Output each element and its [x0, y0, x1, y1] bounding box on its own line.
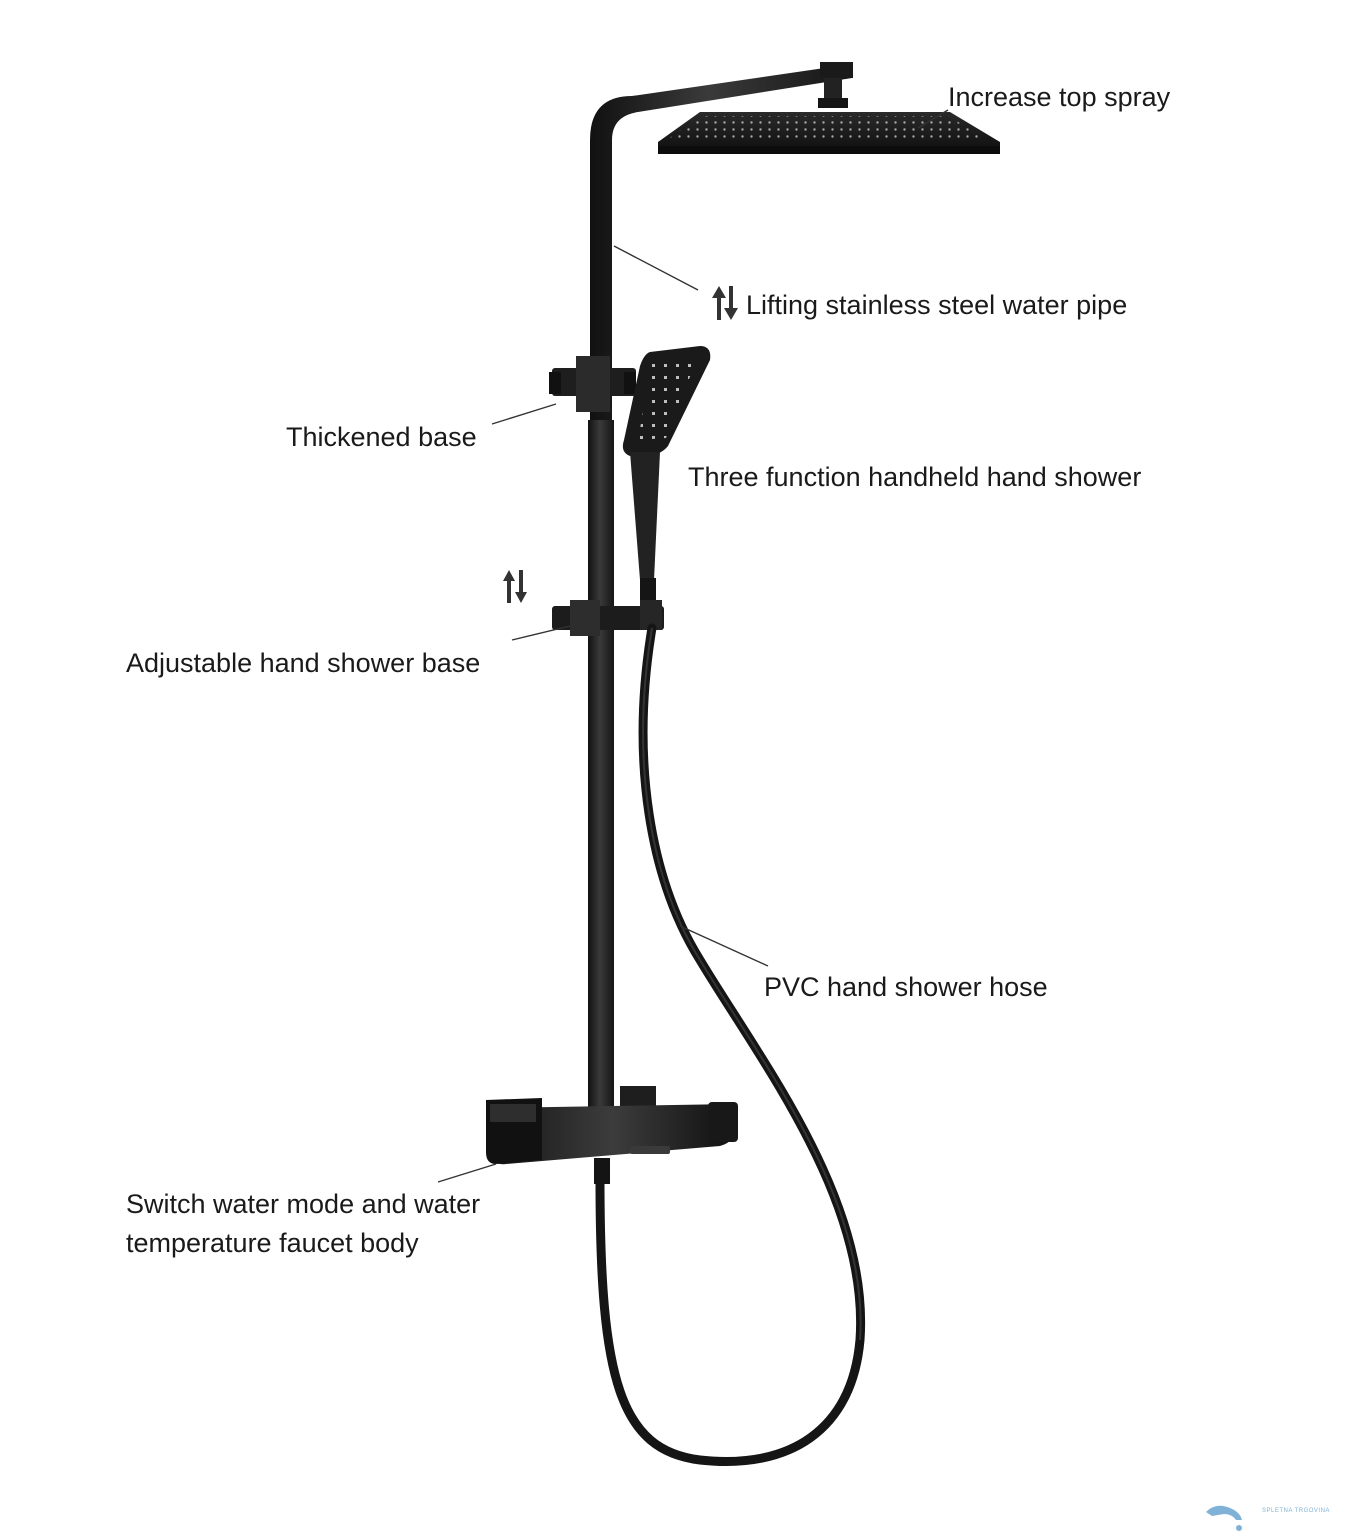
up-down-arrows-icon — [503, 570, 527, 603]
leader-hose — [679, 925, 769, 967]
faucet-logo-icon — [1206, 1505, 1242, 1520]
head-connector — [824, 78, 842, 100]
leader-adjustable-base — [511, 625, 571, 641]
rain-head-nozzle-face — [664, 116, 992, 142]
thermostatic-faucet-body — [486, 1086, 738, 1184]
leader-lines — [437, 109, 949, 1183]
label-hose: PVC hand shower hose — [764, 972, 1048, 1002]
thickened-base-bracket — [549, 356, 636, 412]
watermark-text: SPLETNA TRGOVINA — [1262, 1508, 1330, 1514]
label-water-pipe: Lifting stainless steel water pipe — [746, 290, 1127, 320]
arm-end-cap — [820, 62, 853, 78]
label-hand-shower: Three function handheld hand shower — [688, 462, 1141, 492]
adjustable-slider-bracket — [552, 600, 664, 636]
leader-top-spray — [917, 109, 949, 129]
up-down-arrows-icon — [712, 286, 738, 320]
leader-thickened-base — [491, 403, 557, 425]
shower-fixture — [486, 62, 1000, 1466]
shower-hose — [595, 623, 866, 1466]
label-faucet-line2: temperature faucet body — [126, 1228, 419, 1258]
overhead-arm — [590, 64, 852, 1110]
label-faucet-line1: Switch water mode and water — [126, 1189, 480, 1219]
watermark-logo: SPLETNA TRGOVINA — [1206, 1505, 1330, 1531]
main-pipe — [588, 420, 614, 1120]
leader-faucet — [437, 1163, 497, 1183]
handheld-shower — [622, 346, 711, 604]
leader-water-pipe — [613, 245, 699, 291]
label-top-spray: Increase top spray — [948, 82, 1171, 112]
label-thickened-base: Thickened base — [286, 422, 477, 452]
label-adjustable-base: Adjustable hand shower base — [126, 648, 480, 678]
